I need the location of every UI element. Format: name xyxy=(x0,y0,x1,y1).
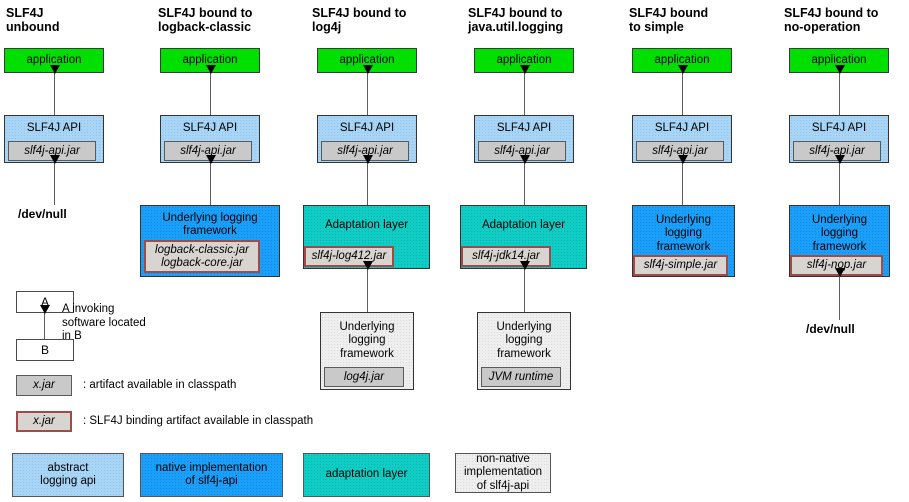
legend-chip-artifact: x.jar xyxy=(16,375,72,396)
legend-invocation-description: A invoking software located in B xyxy=(62,303,146,342)
underlying-framework-label-jul: Underlying logging framework xyxy=(496,320,552,360)
jar-chip-log4j-binding: slf4j-log412.jar xyxy=(304,246,394,267)
legend-swatch-native-implementation: native implementation of slf4j-api xyxy=(140,453,283,497)
slf4j-api-label-nop: SLF4J API xyxy=(811,122,867,135)
slf4j-api-label-log4j: SLF4J API xyxy=(339,122,395,135)
jar-chip-jdk14-binding: slf4j-jdk14.jar xyxy=(461,246,551,267)
legend-box-b: B xyxy=(16,339,74,361)
devnull-label-nop: /dev/null xyxy=(806,322,855,336)
underlying-framework-label-simple: Underlying logging framework xyxy=(656,213,711,253)
column-title-log4j: SLF4J bound to log4j xyxy=(312,6,407,34)
jar-chip-simple-binding: slf4j-simple.jar xyxy=(633,255,728,276)
slf4j-api-label-jul: SLF4J API xyxy=(496,122,552,135)
jar-chip-log4j: log4j.jar xyxy=(324,367,404,387)
jar-chip-slf4j-api-nop: slf4j-api.jar xyxy=(793,141,881,161)
legend-swatch-adaptation-layer: adaptation layer xyxy=(303,453,430,497)
underlying-framework-label-log4j: Underlying logging framework xyxy=(339,320,395,360)
jar-chip-slf4j-api-jul: slf4j-api.jar xyxy=(478,141,566,161)
adaptation-layer-label-log4j: Adaptation layer xyxy=(324,219,409,232)
underlying-framework-label-nop: Underlying logging framework xyxy=(812,213,867,253)
column-title-nop: SLF4J bound to no-operation xyxy=(784,6,879,34)
column-title-simple: SLF4J bound to simple xyxy=(629,6,709,34)
legend-swatch-abstract-logging-api: abstract logging api xyxy=(12,453,124,497)
column-title-unbound: SLF4J unbound xyxy=(6,6,60,34)
underlying-framework-label-logback: Underlying logging framework xyxy=(162,211,258,238)
column-title-jul: SLF4J bound to java.util.logging xyxy=(468,6,564,34)
jar-chip-jvm-runtime: JVM runtime xyxy=(481,367,561,387)
slf4j-api-label-simple: SLF4J API xyxy=(654,122,710,135)
slf4j-api-label-unbound: SLF4J API xyxy=(26,122,82,135)
legend-chip-binding-artifact: x.jar xyxy=(16,411,72,432)
column-title-logback: SLF4J bound to logback-classic xyxy=(158,6,253,34)
slf4j-api-label-logback: SLF4J API xyxy=(182,122,238,135)
adaptation-layer-label-jul: Adaptation layer xyxy=(481,219,566,232)
legend-artifact-description: : artifact available in classpath xyxy=(83,379,237,391)
legend-binding-artifact-description: : SLF4J binding artifact available in cl… xyxy=(83,415,314,427)
jar-chip-logback-binding: logback-classic.jar logback-core.jar xyxy=(144,240,260,273)
devnull-label-unbound: /dev/null xyxy=(18,207,67,221)
legend-swatch-non-native-implementation: non-native implementation of slf4j-api xyxy=(455,453,551,493)
